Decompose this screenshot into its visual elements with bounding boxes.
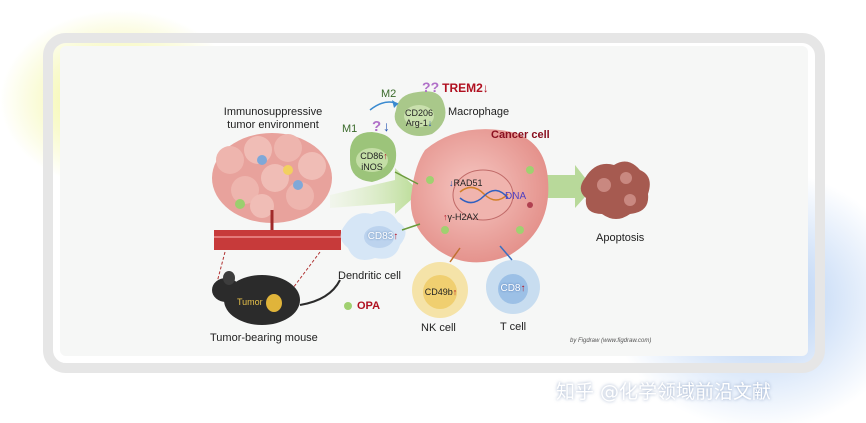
opa-dot-icon — [344, 302, 352, 310]
m2-label: M2 — [381, 88, 397, 100]
watermark-text: 知乎 @化学领域前沿文献 — [556, 381, 772, 403]
cd8-up-icon: ↑ — [520, 283, 526, 294]
cd206-label: CD206 — [404, 108, 433, 118]
m1-macrophage-image — [350, 132, 397, 182]
blood-vessel-image — [214, 210, 341, 250]
cd8-label: CD8↑ — [500, 283, 526, 294]
immuno-env-label: Immunosuppressive tumor environment — [223, 106, 323, 131]
figdraw-credit: by Figdraw (www.figdraw.com) — [570, 338, 652, 344]
cd83-label: CD83↑ — [367, 231, 399, 242]
t-cell-image — [486, 260, 540, 314]
m1-label: M1 — [342, 123, 358, 135]
arg1-label: Arg-1↓ — [405, 118, 433, 128]
m1-down-icon: ↓ — [383, 118, 390, 134]
cancer-cell-label: Cancer cell — [491, 129, 550, 141]
trem2-text: TREM2 — [442, 81, 483, 95]
dna-label: DNA — [505, 191, 527, 202]
apoptosis-image — [580, 161, 650, 219]
cancer-cell-image — [410, 129, 549, 263]
arg1-down-icon: ↓ — [427, 118, 433, 128]
cd86-up-icon: ↑ — [383, 151, 388, 161]
tumor-cluster-image — [212, 133, 332, 223]
t-cell-label: T cell — [500, 321, 527, 333]
tumor-label: Tumor — [237, 297, 263, 307]
trem2-q-icon: ? — [422, 79, 431, 95]
trem2-label: ??TREM2↓ — [422, 79, 489, 95]
trem2-down-icon: ↓ — [482, 81, 489, 95]
mouse-image — [212, 251, 341, 325]
nk-cell-label: NK cell — [421, 322, 456, 334]
dendritic-cell-label: Dendritic cell — [338, 270, 401, 282]
trem2-q2-icon: ? — [430, 79, 440, 95]
opa-label: OPA — [357, 300, 381, 312]
nk-cell-image — [412, 262, 468, 318]
h2ax-label: ↑γ-H2AX — [443, 212, 479, 222]
rad51-down-icon: ↓ — [449, 178, 454, 188]
rad51-label: ↓RAD51 — [449, 178, 483, 188]
cd49b-up-icon: ↑ — [452, 287, 458, 297]
inos-label: iNOS — [361, 162, 383, 172]
dendritic-cell-image — [340, 210, 406, 261]
apoptosis-label: Apoptosis — [596, 232, 645, 244]
macrophage-label: Macrophage — [448, 106, 510, 118]
cd86-label: CD86↑ — [360, 151, 388, 161]
h2ax-up-icon: ↑ — [443, 212, 448, 222]
cd83-up-icon: ↑ — [393, 231, 399, 242]
mouse-label: Tumor-bearing mouse — [210, 332, 318, 344]
m1-question-icon: ? — [372, 118, 382, 135]
cd49b-label: CD49b↑ — [424, 287, 458, 297]
m2-macrophage-image — [394, 91, 446, 136]
